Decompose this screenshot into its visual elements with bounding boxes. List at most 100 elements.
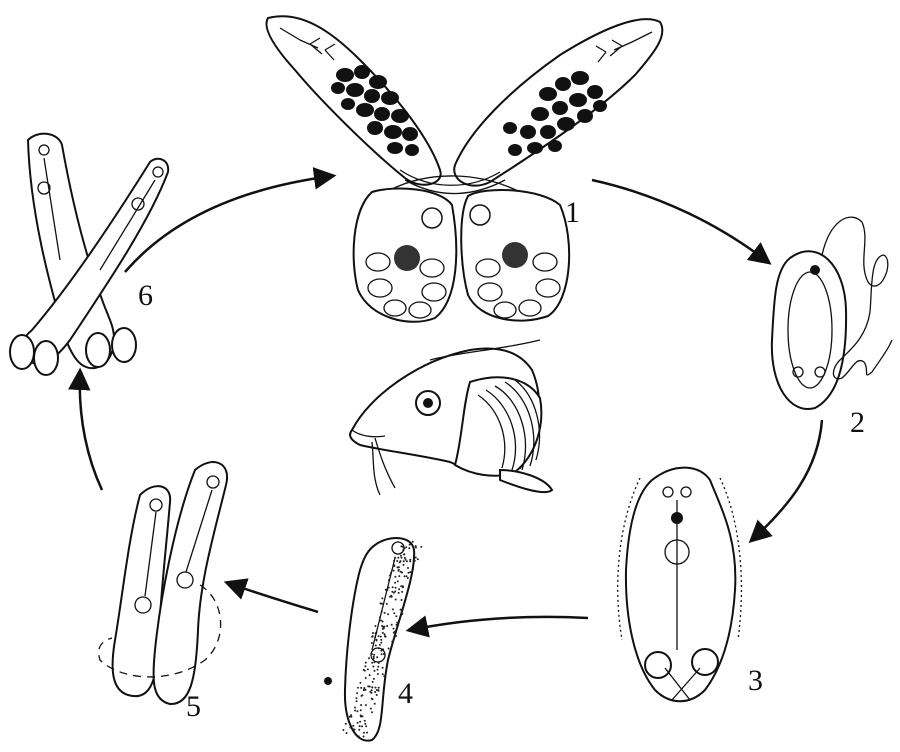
stipple-dot <box>412 569 414 571</box>
stipple-dot <box>405 546 407 548</box>
stipple-dot <box>381 653 383 655</box>
stipple-dot <box>398 588 400 590</box>
stage-label-4: 4 <box>398 677 413 710</box>
stipple-dot <box>415 557 417 559</box>
stipple-dot <box>376 639 378 641</box>
stipple-dot <box>373 654 375 656</box>
arrow-5-to-6 <box>80 372 102 490</box>
stipple-dot <box>409 560 411 562</box>
stipple-dot <box>364 670 366 672</box>
stipple-dot <box>363 687 365 689</box>
larva-clamp-left <box>645 652 671 678</box>
pairing-diporpae <box>99 462 227 704</box>
stipple-dot <box>356 710 358 712</box>
stipple-dot <box>352 725 354 727</box>
stipple-dot <box>364 665 366 667</box>
stipple-dot <box>360 709 362 711</box>
stipple-dot <box>414 560 416 562</box>
stipple-dot <box>365 677 367 679</box>
stipple-dot <box>378 687 380 689</box>
stipple-dot <box>378 635 380 637</box>
stipple-dot <box>376 694 378 696</box>
stipple-dot <box>415 547 417 549</box>
stipple-dot <box>359 682 361 684</box>
stipple-dot <box>355 697 357 699</box>
stipple-dot <box>397 557 399 559</box>
stipple-dot <box>374 691 376 693</box>
stipple-dot <box>374 625 376 627</box>
stipple-dot <box>371 689 373 691</box>
stipple-dot <box>409 544 411 546</box>
stipple-dot <box>406 560 408 562</box>
stipple-dot <box>369 686 371 688</box>
stipple-dot <box>400 609 402 611</box>
stipple-dot <box>373 656 375 658</box>
arrow-2-to-3 <box>752 420 822 540</box>
stipple-dot <box>356 700 358 702</box>
stipple-dot <box>379 644 381 646</box>
arrow-3-to-4 <box>410 617 588 630</box>
stipple-dot <box>383 675 385 677</box>
stipple-dot <box>364 720 366 722</box>
stipple-dot <box>364 723 366 725</box>
stipple-dot <box>380 639 382 641</box>
stipple-dot <box>402 586 404 588</box>
larva-body <box>626 468 735 702</box>
stipple-dot <box>373 678 375 680</box>
stipple-dot <box>349 727 351 729</box>
stage-label-2: 2 <box>850 406 865 439</box>
stipple-dot <box>372 681 374 683</box>
stipple-dot <box>396 560 398 562</box>
stipple-dot <box>392 586 394 588</box>
stage-label-3: 3 <box>748 664 763 697</box>
diporpa-stage <box>324 538 422 741</box>
juvenile-right-tail-a <box>10 335 34 369</box>
stipple-dot <box>380 602 382 604</box>
stipple-dot <box>372 632 374 634</box>
crossing-juveniles <box>10 134 168 375</box>
diporpa-dorsal-papilla <box>324 677 332 685</box>
stipple-dot <box>372 666 374 668</box>
stipple-dot <box>365 662 367 664</box>
stipple-dot <box>403 553 405 555</box>
stipple-dot <box>377 669 379 671</box>
stipple-dot <box>401 613 403 615</box>
stipple-dot <box>409 571 411 573</box>
stipple-dot <box>400 555 402 557</box>
stipple-dot <box>350 714 352 716</box>
stipple-dot <box>361 695 363 697</box>
stipple-dot <box>354 707 356 709</box>
stipple-dot <box>387 613 389 615</box>
egg-with-filament <box>772 217 892 409</box>
stipple-dot <box>394 582 396 584</box>
stipple-dot <box>393 570 395 572</box>
stipple-dot <box>359 725 361 727</box>
stipple-dot <box>391 641 393 643</box>
stipple-dot <box>398 570 400 572</box>
stipple-dot <box>369 674 371 676</box>
stipple-dot <box>397 580 399 582</box>
larva-clamp-right <box>692 649 718 675</box>
stipple-dot <box>381 597 383 599</box>
fish-eye-pupil <box>423 398 433 408</box>
stipple-dot <box>391 596 393 598</box>
stipple-dot <box>382 667 384 669</box>
stipple-dot <box>377 666 379 668</box>
stipple-dot <box>395 635 397 637</box>
stipple-dot <box>384 635 386 637</box>
stipple-dot <box>376 656 378 658</box>
stipple-dot <box>380 642 382 644</box>
stipple-dot <box>384 633 386 635</box>
stipple-dot <box>386 603 388 605</box>
stipple-dot <box>391 624 393 626</box>
stipple-dot <box>358 729 360 731</box>
stipple-dot <box>374 703 376 705</box>
stipple-dot <box>361 725 363 727</box>
stipple-dot <box>396 622 398 624</box>
stipple-dot <box>369 691 371 693</box>
stipple-dot <box>400 571 402 573</box>
stipple-dot <box>382 673 384 675</box>
stipple-dot <box>352 728 354 730</box>
stipple-dot <box>371 642 373 644</box>
